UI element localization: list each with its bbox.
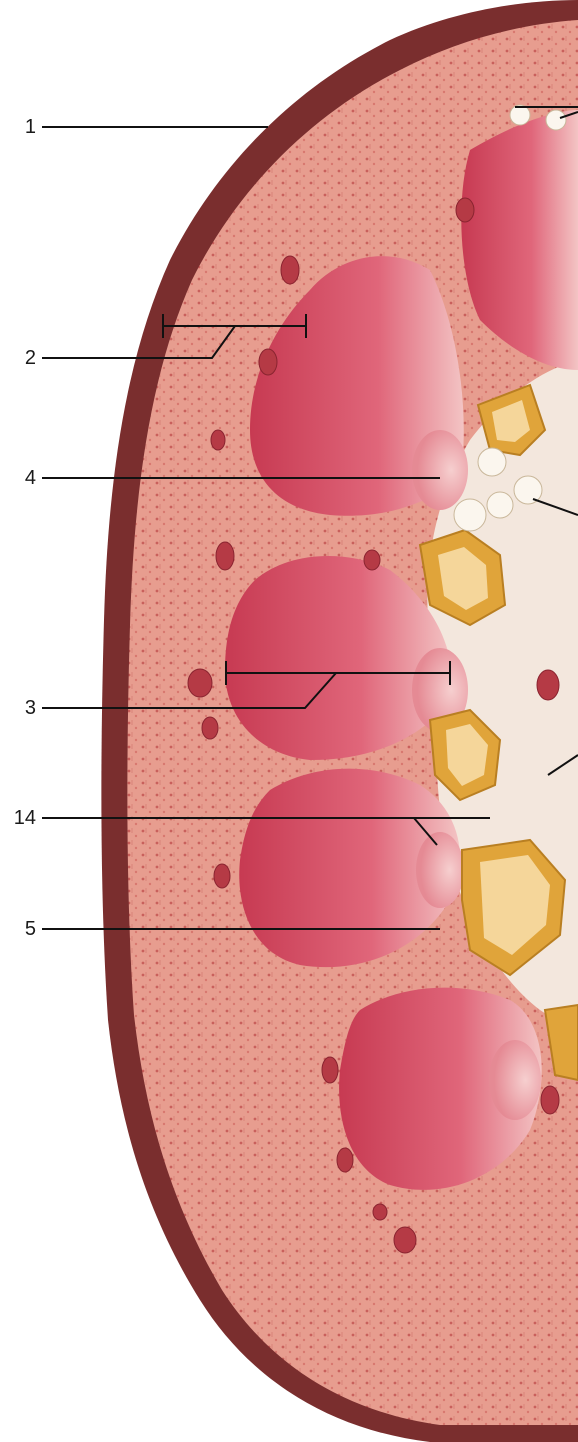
label-2: 2: [0, 348, 36, 368]
vessel: [281, 256, 299, 284]
label-1: 1: [0, 117, 36, 137]
label-14: 14: [0, 808, 36, 828]
vessel: [537, 670, 559, 700]
vessel: [322, 1057, 338, 1083]
fat-nodule: [478, 448, 506, 476]
fat-nodule: [454, 499, 486, 531]
papilla: [489, 1040, 541, 1120]
label-4: 4: [0, 468, 36, 488]
vessel: [202, 717, 218, 739]
vessel: [394, 1227, 416, 1253]
papilla: [412, 430, 468, 510]
papilla: [416, 832, 464, 908]
vessel: [214, 864, 230, 888]
vessel: [259, 349, 277, 375]
vessel: [211, 430, 225, 450]
fat-nodule: [546, 110, 566, 130]
vessel: [188, 669, 212, 697]
label-3: 3: [0, 698, 36, 718]
vessel: [456, 198, 474, 222]
vessel: [373, 1204, 387, 1220]
vessel: [337, 1148, 353, 1172]
label-5: 5: [0, 919, 36, 939]
vessel: [541, 1086, 559, 1114]
vessel: [216, 542, 234, 570]
fat-nodule: [487, 492, 513, 518]
vessel: [364, 550, 380, 570]
